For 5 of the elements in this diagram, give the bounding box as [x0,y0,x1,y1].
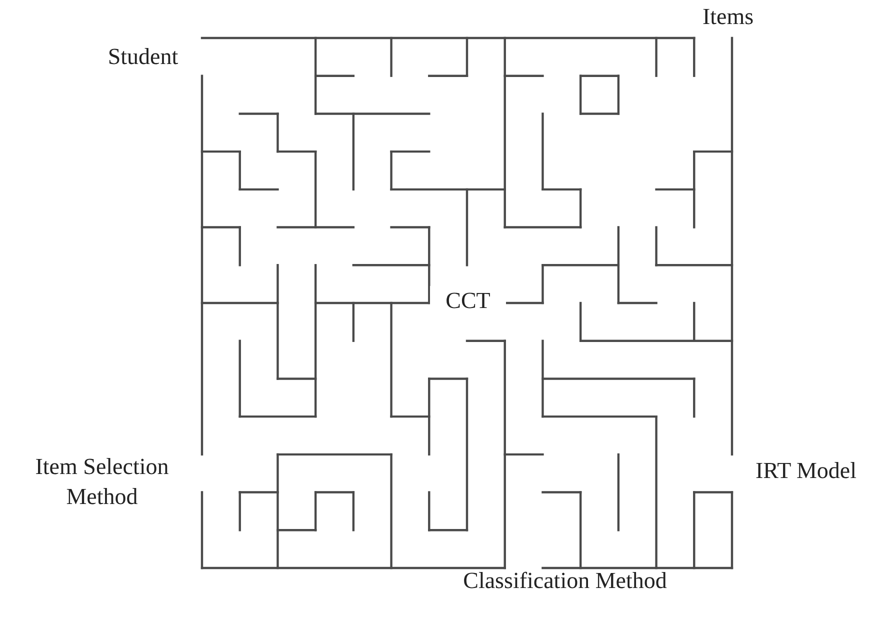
maze-label: Classification Method [462,567,668,595]
maze-label: Items [701,3,755,31]
maze-label: Item Selection Method [34,453,170,511]
maze-label: Student [106,43,180,71]
maze-label: IRT Model [754,457,858,485]
